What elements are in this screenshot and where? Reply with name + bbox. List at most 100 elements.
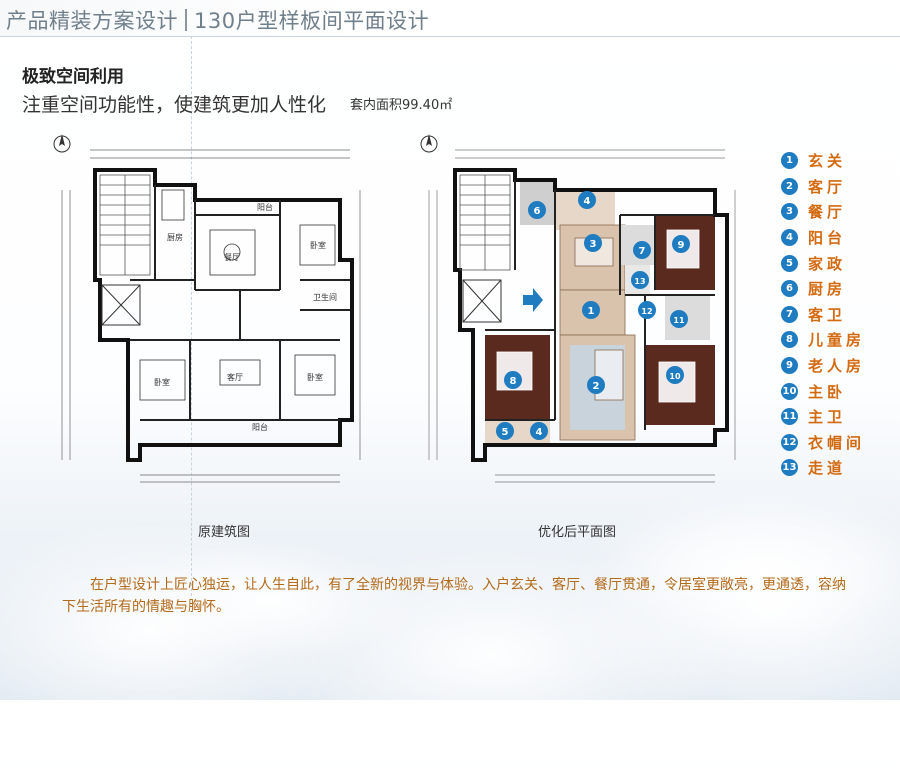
header-title-left: 产品精装方案设计: [6, 9, 178, 33]
description-paragraph: 在户型设计上匠心独运，让人生自此，有了全新的视界与体验。入户玄关、客厅、餐厅贯通…: [62, 577, 846, 615]
legend-item: 4 阳台: [781, 225, 865, 251]
legend-number: 12: [781, 433, 798, 451]
legend-label: 厨房: [808, 280, 847, 299]
legend-label: 衣帽间: [808, 433, 866, 452]
legend-label: 老人房: [808, 357, 866, 376]
badge-balcony-bottom: 4: [530, 422, 548, 440]
entrance-arrow-icon: [523, 288, 543, 312]
badge-foyer: 1: [582, 301, 600, 319]
svg-text:10: 10: [669, 372, 681, 381]
room-label-kitchen: 厨房: [167, 232, 183, 242]
legend-label: 客厅: [808, 177, 847, 196]
badge-kitchen: 6: [528, 201, 546, 219]
legend-item: 8 儿童房: [781, 327, 865, 353]
vertical-guide-line: [191, 36, 192, 596]
room-label-bedroom-2: 卧室: [307, 372, 323, 382]
room-label-bathroom: 卫生间: [313, 292, 337, 302]
elevator-icon: [101, 284, 141, 326]
legend-number: 1: [781, 152, 798, 170]
original-plan-caption: 原建筑图: [198, 525, 251, 540]
stair-icon: [459, 174, 511, 271]
legend-number: 11: [781, 408, 798, 426]
legend-item: 10 主卧: [781, 378, 865, 404]
header-divider: [185, 9, 187, 31]
room-label-living: 客厅: [227, 372, 243, 382]
furniture-icons: [139, 189, 336, 401]
legend-item: 3 餐厅: [781, 199, 865, 225]
legend-item: 5 家政: [781, 250, 865, 276]
legend-label: 走道: [808, 459, 847, 478]
compass-icon: [420, 134, 438, 153]
room-label-balcony-top: 阳台: [257, 202, 273, 212]
legend-number: 8: [781, 331, 798, 349]
svg-text:12: 12: [641, 307, 652, 316]
legend-number: 10: [781, 382, 798, 400]
legend-number: 5: [781, 254, 798, 272]
page-header: 产品精装方案设计 130户型样板间平面设计: [0, 0, 900, 37]
legend-item: 9 老人房: [781, 353, 865, 379]
legend-label: 客卫: [808, 305, 847, 324]
badge-master-bedroom: 10: [666, 366, 684, 384]
elevator-icon: [462, 279, 502, 323]
legend-number: 9: [781, 357, 798, 375]
dimension-lines: [428, 149, 736, 483]
optimized-plan-caption: 优化后平面图: [538, 525, 617, 540]
compass-icon: [53, 134, 71, 153]
room-label-bedroom-3: 卧室: [310, 240, 326, 250]
svg-text:4: 4: [584, 196, 591, 207]
legend-number: 3: [781, 203, 798, 221]
legend-item: 7 客卫: [781, 302, 865, 328]
legend-number: 4: [781, 229, 798, 247]
badge-corridor: 13: [631, 271, 649, 289]
legend-item: 11 主卫: [781, 404, 865, 430]
legend-label: 主卫: [808, 408, 847, 427]
svg-text:2: 2: [593, 381, 600, 392]
svg-text:5: 5: [502, 427, 509, 438]
svg-text:7: 7: [639, 246, 646, 257]
svg-text:13: 13: [634, 277, 645, 286]
badge-guest-bath: 7: [633, 241, 651, 259]
header-title: 产品精装方案设计 130户型样板间平面设计: [6, 5, 429, 35]
legend-number: 13: [781, 459, 798, 477]
svg-text:3: 3: [590, 239, 597, 250]
badge-laundry: 5: [496, 422, 514, 440]
svg-text:1: 1: [588, 306, 595, 317]
room-label-dining: 餐厅: [224, 253, 240, 262]
badge-living: 2: [587, 376, 605, 394]
legend-label: 餐厅: [808, 203, 847, 222]
section-subtitle: 极致空间利用: [22, 67, 124, 87]
svg-text:11: 11: [673, 316, 685, 325]
legend-label: 主卧: [808, 382, 847, 401]
interior-walls: [130, 185, 350, 421]
legend-number: 6: [781, 280, 798, 298]
dimension-lines: [61, 149, 361, 483]
badge-balcony-top: 4: [578, 191, 596, 209]
badge-elderly-room: 9: [672, 235, 690, 253]
room-label-balcony-bottom: 阳台: [252, 422, 268, 432]
badge-child-room: 8: [504, 371, 522, 389]
svg-text:8: 8: [510, 376, 517, 387]
legend-item: 12 衣帽间: [781, 430, 865, 456]
badge-cloakroom: 12: [638, 301, 656, 319]
original-floor-plan: 餐厅 厨房 阳台 客厅 卧室 卧室 卧室 卫生间 阳台: [53, 134, 361, 483]
stair-icon: [99, 174, 151, 276]
room-label-bedroom-1: 卧室: [154, 377, 170, 387]
legend-label: 阳台: [808, 229, 847, 248]
legend-label: 家政: [808, 254, 847, 273]
legend-item: 6 厨房: [781, 276, 865, 302]
legend-item: 1 玄关: [781, 148, 865, 174]
badge-master-bath: 11: [670, 310, 688, 328]
room-number-badges: 1 2 3 4 4 5 6 7 8 9 10 11 12 13: [496, 191, 690, 440]
legend-item: 13 走道: [781, 455, 865, 481]
legend-label: 玄关: [808, 152, 847, 171]
svg-text:9: 9: [678, 240, 685, 251]
legend-label: 儿童房: [808, 331, 866, 350]
svg-text:6: 6: [534, 206, 541, 217]
header-title-right: 130户型样板间平面设计: [194, 9, 430, 33]
outer-walls: [453, 168, 729, 462]
optimized-floor-plan: 1 2 3 4 4 5 6 7 8 9 10 11 12 13: [420, 134, 736, 483]
legend-number: 7: [781, 305, 798, 323]
svg-text:4: 4: [536, 427, 543, 438]
